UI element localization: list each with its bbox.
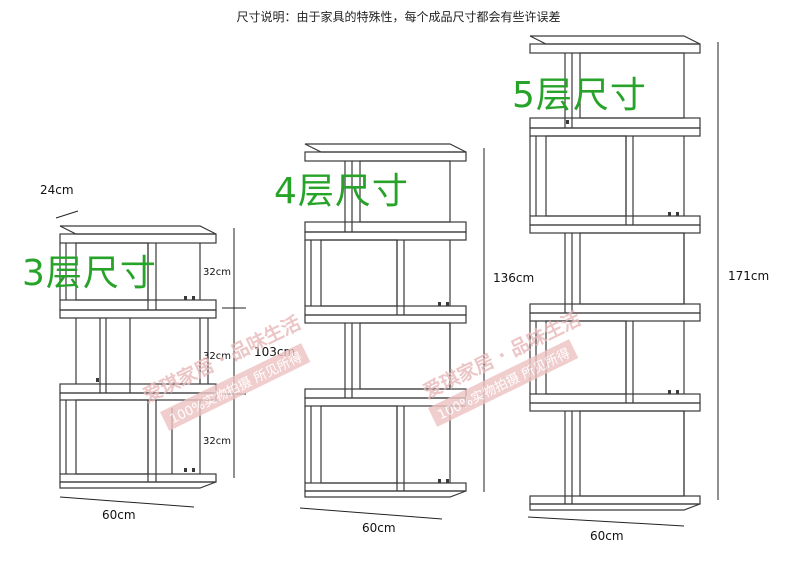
width-label-5-tier: 60cm [590, 529, 624, 543]
shelf-5-tier-drawing [529, 35, 701, 511]
title-3-tier: 3层尺寸 [22, 253, 157, 294]
level-height-3: 32cm [203, 436, 231, 447]
title-5-tier: 5层尺寸 [512, 75, 647, 116]
shelf-4-tier-drawing [304, 143, 467, 498]
depth-label-3-tier: 24cm [40, 183, 74, 197]
level-height-1: 32cm [203, 267, 231, 278]
dimension-lines [55, 42, 719, 527]
total-height-5-tier: 171cm [728, 269, 770, 283]
level-height-2: 32cm [203, 351, 231, 362]
width-label-3-tier: 60cm [102, 508, 136, 522]
peg-holes [96, 120, 679, 483]
width-label-4-tier: 60cm [362, 521, 396, 535]
size-note: 尺寸说明：由于家具的特殊性，每个成品尺寸都会有些许误差 [236, 10, 561, 24]
total-height-4-tier: 136cm [493, 271, 535, 285]
title-4-tier: 4层尺寸 [274, 171, 409, 212]
